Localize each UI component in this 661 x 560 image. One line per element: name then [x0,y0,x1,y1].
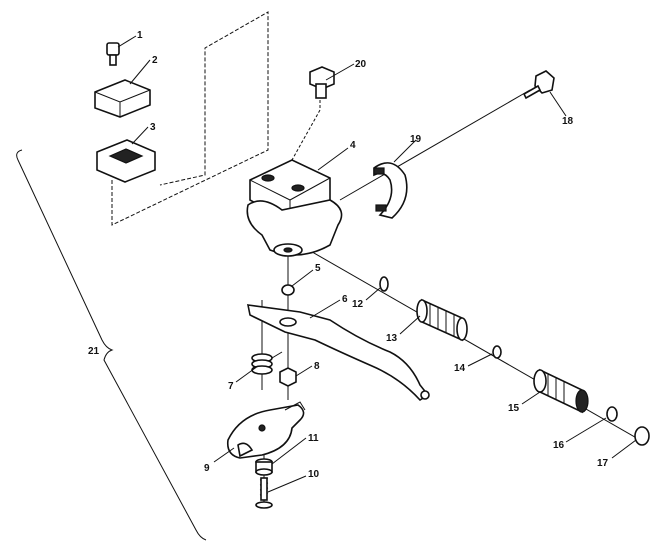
label-part-2: 2 [152,55,158,66]
label-part-3: 3 [150,122,156,133]
label-part-13: 13 [386,333,398,344]
lever-6 [246,304,430,402]
label-part-11: 11 [308,433,319,444]
label-part-1: 1 [137,30,143,41]
spacer-11 [255,458,273,476]
diaphragm-3 [96,139,156,183]
label-part-10: 10 [308,469,320,480]
label-part-16: 16 [553,440,565,451]
long-bolt-18 [522,70,555,100]
bolt-20 [309,66,335,99]
clamp-19 [373,162,408,219]
label-part-15: 15 [508,403,520,414]
ring-17 [634,426,650,446]
label-part-4: 4 [350,140,356,151]
guide-line-18 [339,89,531,201]
bushing-5 [281,284,295,296]
assembly-bracket [16,149,207,541]
label-part-7: 7 [228,381,234,392]
label-part-18: 18 [562,116,574,127]
leader-lines [117,35,637,493]
label-part-14: 14 [454,363,466,374]
label-part-21: 21 [88,346,100,357]
screw-1 [106,42,120,66]
spring-7 [251,351,283,375]
callout-labels: 1 2 3 4 5 6 7 8 9 10 11 12 13 14 15 16 1… [88,30,609,480]
washer-14 [492,345,502,359]
label-part-9: 9 [204,463,210,474]
washer-12 [379,276,389,292]
piston-13 [416,298,468,342]
spring-cup-15 [533,368,589,414]
label-part-8: 8 [314,361,320,372]
label-part-20: 20 [355,59,367,70]
reservoir-cap-2 [94,79,151,118]
label-part-12: 12 [352,299,364,310]
nut-8 [279,367,297,387]
label-part-17: 17 [597,458,609,469]
washer-16 [606,406,618,422]
adjusting-screw-10 [255,477,273,509]
cam-plate-9 [226,401,306,459]
guide-line-20 [291,100,321,195]
master-cylinder-4 [246,159,343,257]
guide-line-cap [111,11,269,226]
label-part-5: 5 [315,263,321,274]
label-part-19: 19 [410,134,422,145]
label-part-6: 6 [342,294,348,305]
